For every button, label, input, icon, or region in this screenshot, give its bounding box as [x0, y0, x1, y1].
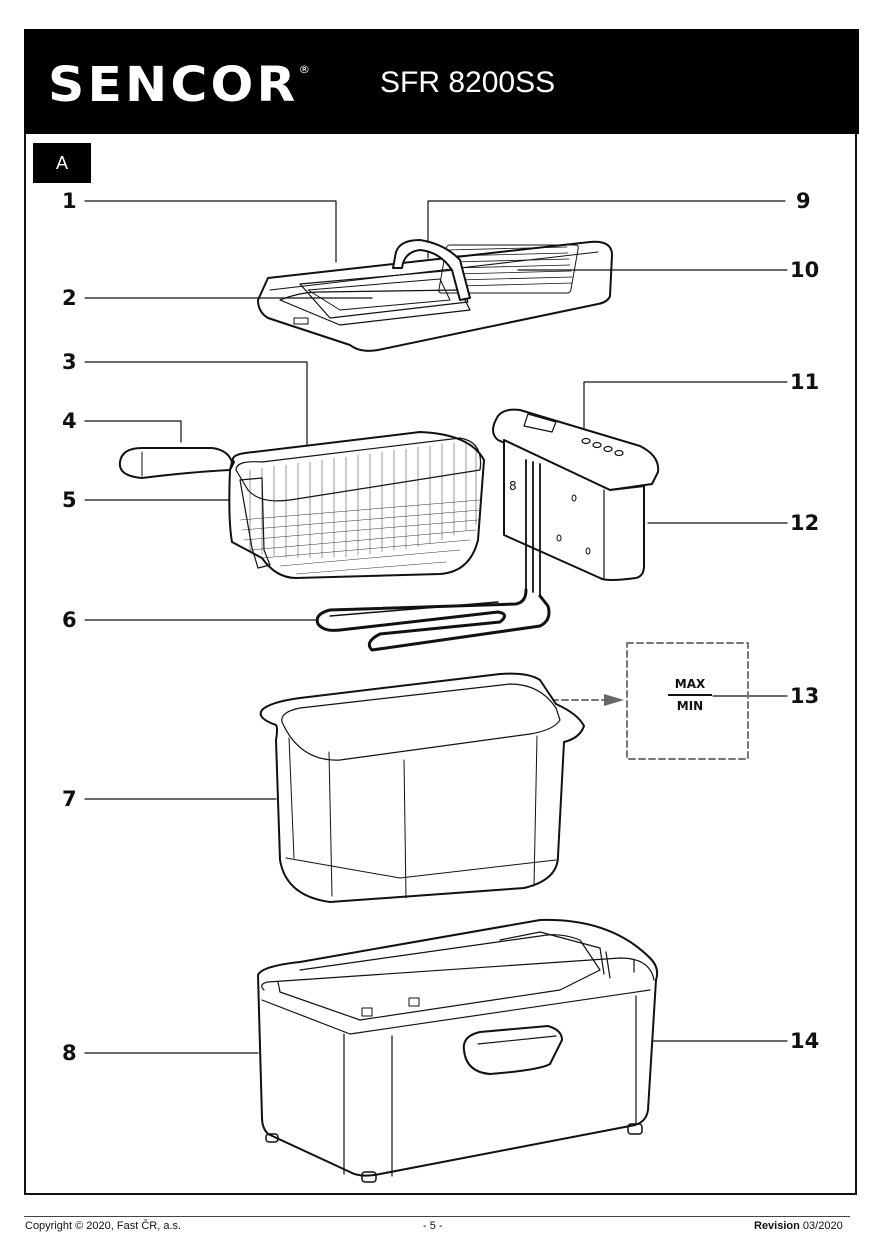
header-bar: SENCOR® SFR 8200SS — [24, 29, 859, 134]
footer-divider — [24, 1216, 850, 1217]
min-label: MIN — [676, 699, 704, 713]
part-label-11: 11 — [790, 370, 820, 394]
part-label-13: 13 — [790, 684, 820, 708]
arrow-icon — [604, 694, 624, 706]
footer-copyright: Copyright © 2020, Fast ČR, a.s. — [25, 1220, 182, 1232]
basket-mesh — [239, 441, 481, 575]
part-label-12: 12 — [790, 511, 820, 535]
leader-11 — [583, 381, 788, 429]
section-tag: A — [33, 143, 91, 183]
footer-page-number: - 5 - — [423, 1220, 443, 1232]
control-buttons — [581, 437, 624, 457]
leader-9 — [427, 200, 786, 259]
lid-drawing — [257, 239, 613, 352]
footer-revision: Revision 03/2020 — [754, 1220, 843, 1232]
part-label-8: 8 — [62, 1041, 77, 1065]
registered-mark: ® — [298, 63, 311, 76]
part-label-2: 2 — [62, 286, 77, 310]
level-line — [668, 694, 712, 696]
leader-3 — [84, 361, 308, 446]
housing-drawing — [257, 918, 659, 1183]
brand-name: SENCOR — [48, 57, 299, 113]
model-name: SFR 8200SS — [380, 66, 556, 99]
svg-text:8: 8 — [509, 479, 517, 493]
leader-4 — [84, 420, 182, 443]
oil-container-drawing — [259, 672, 585, 903]
brand-logo: SENCOR® — [48, 57, 310, 113]
part-label-14: 14 — [790, 1029, 820, 1053]
part-label-4: 4 — [62, 409, 77, 433]
basket-drawing — [118, 431, 485, 579]
max-min-marker: MAX MIN — [668, 677, 712, 713]
max-label: MAX — [674, 677, 706, 691]
part-label-6: 6 — [62, 608, 77, 632]
control-unit-drawing: 8 — [492, 408, 660, 597]
vent-grille — [447, 246, 573, 287]
leader-1 — [84, 200, 337, 263]
part-label-9: 9 — [796, 189, 811, 213]
part-label-10: 10 — [790, 258, 820, 282]
heating-element-drawing — [315, 588, 551, 652]
part-label-7: 7 — [62, 787, 77, 811]
part-label-3: 3 — [62, 350, 77, 374]
revision-label: Revision — [754, 1220, 800, 1232]
part-label-5: 5 — [62, 488, 77, 512]
leader-lines — [84, 200, 788, 1054]
revision-value: 03/2020 — [802, 1220, 843, 1232]
part-label-1: 1 — [62, 189, 77, 213]
